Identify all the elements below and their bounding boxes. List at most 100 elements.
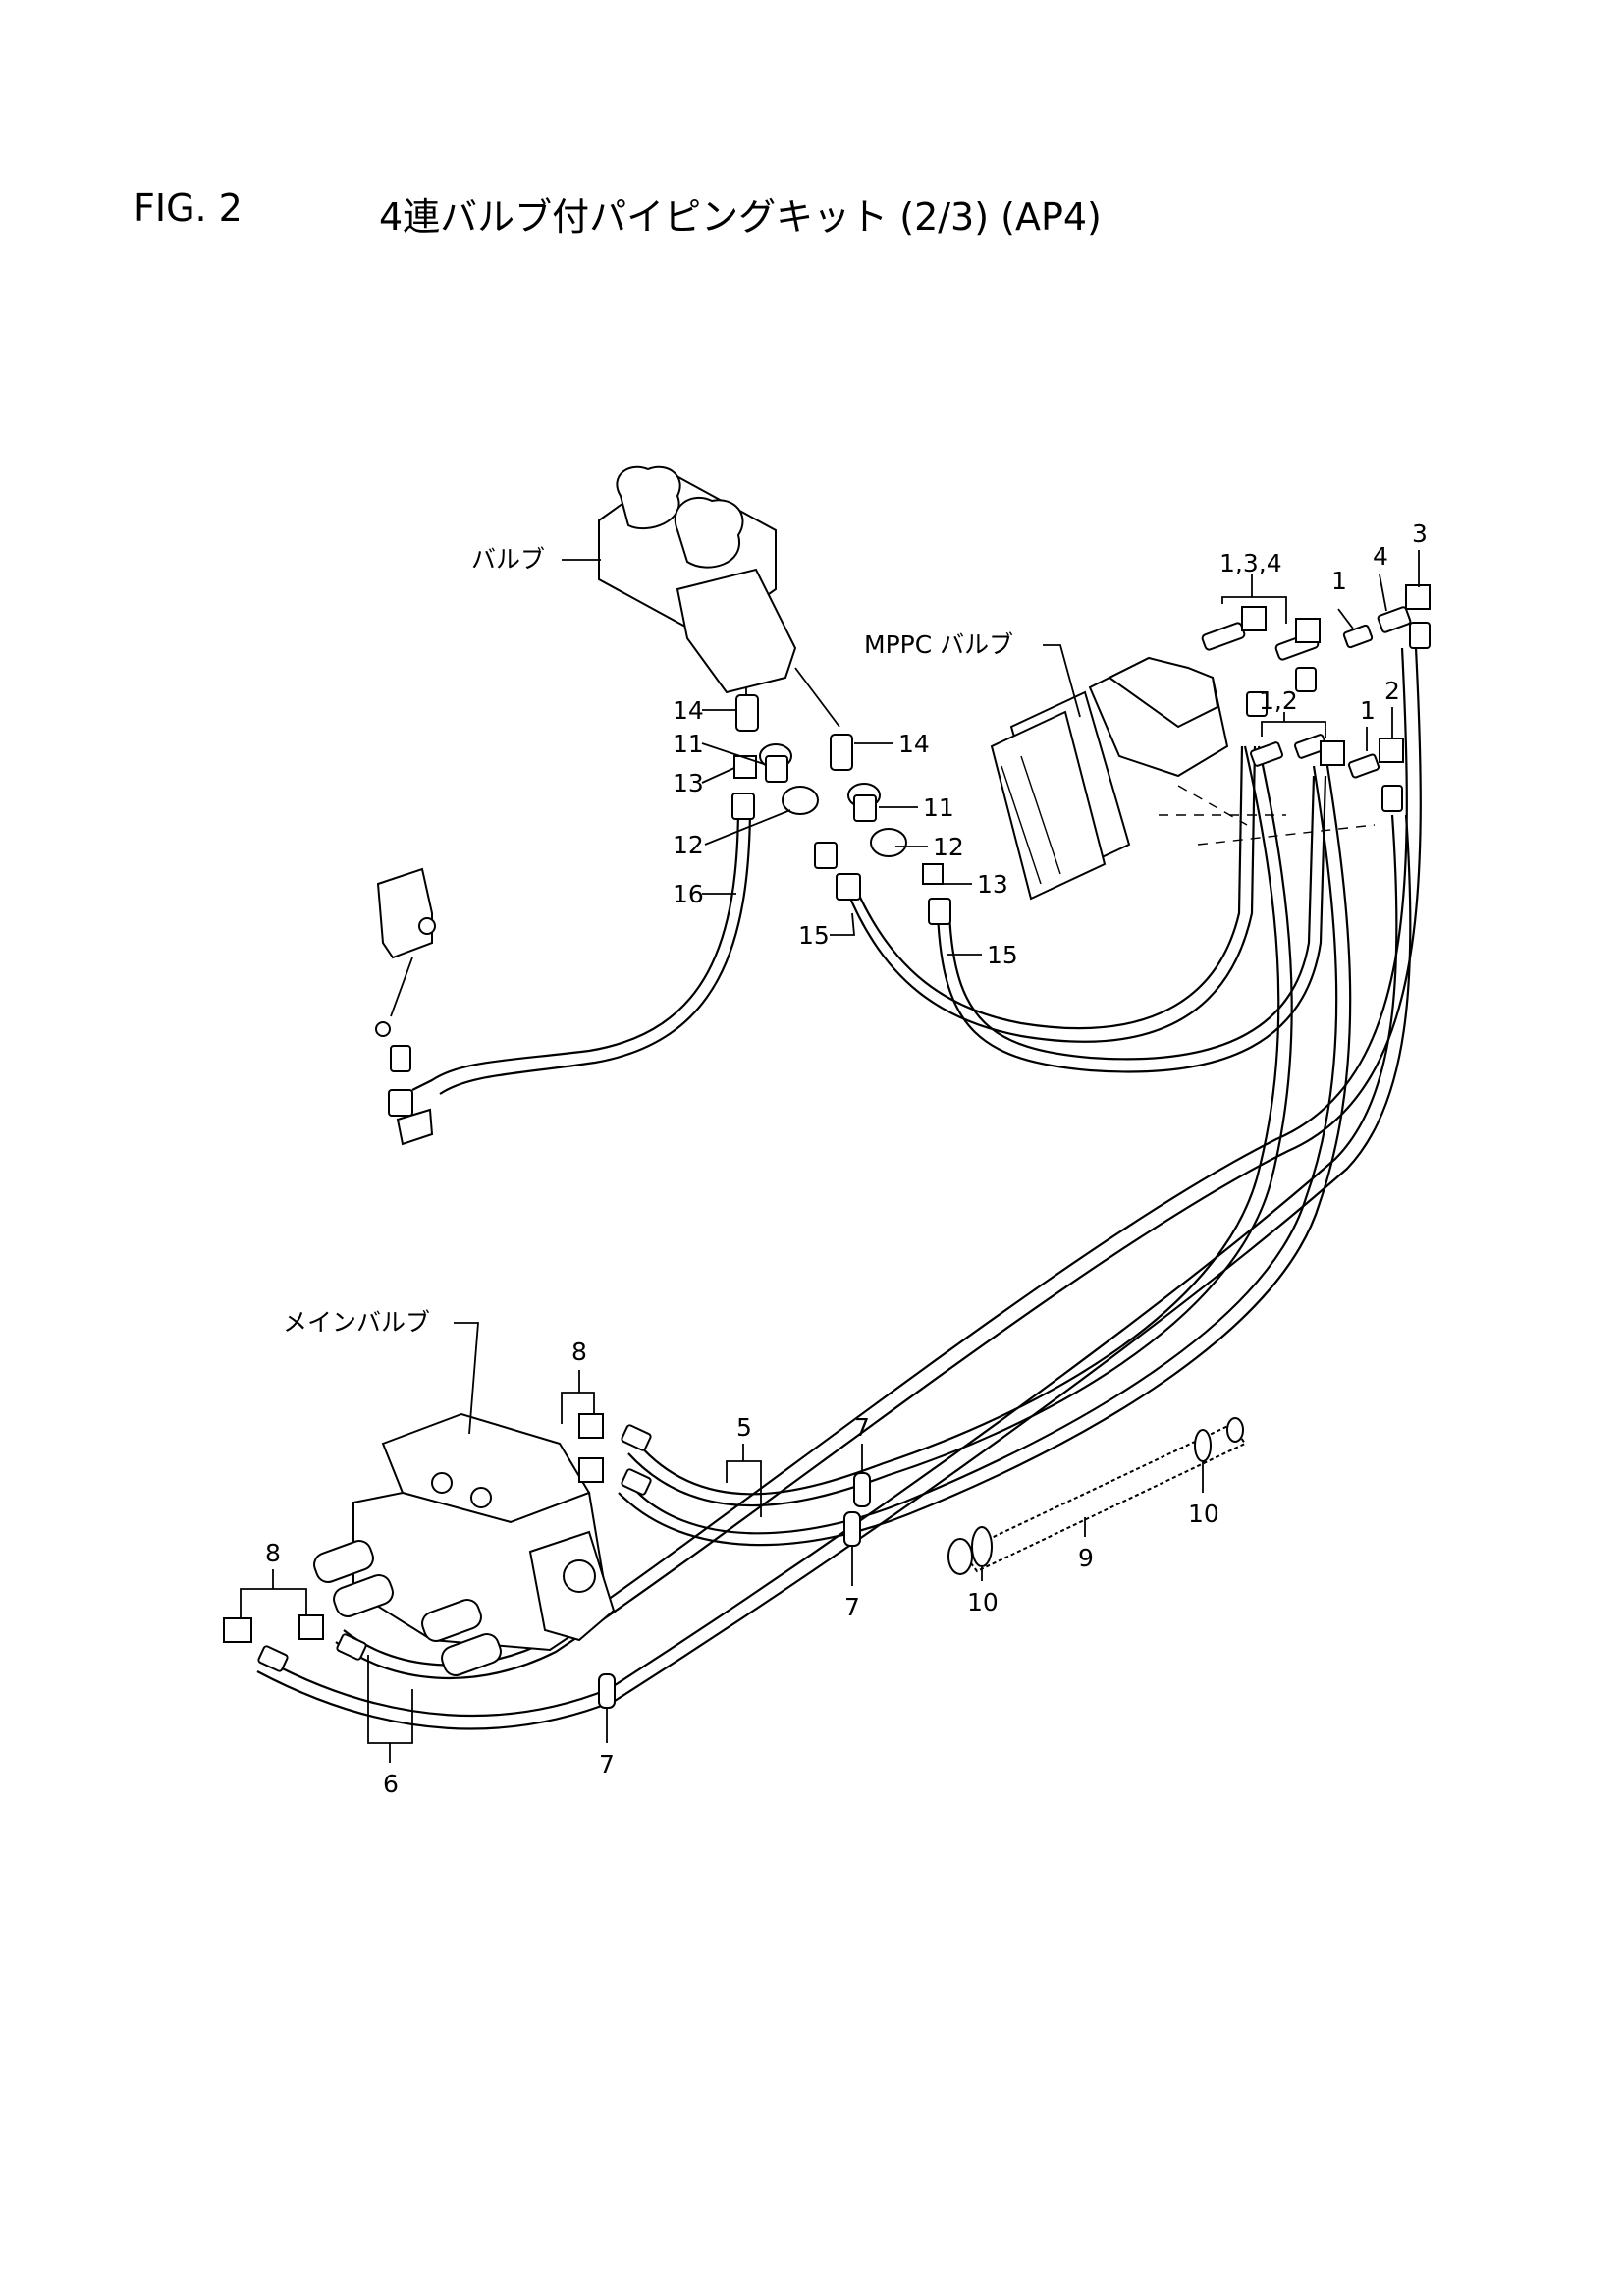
callout-15b: 15 <box>987 941 1018 969</box>
fitting-12c-r <box>1320 740 1345 766</box>
hose-end-6b <box>336 1633 367 1661</box>
hose-end-16 <box>731 793 755 820</box>
callout-11a: 11 <box>673 730 704 758</box>
cylinder-hose-end <box>388 1089 413 1117</box>
fitting-8b <box>578 1457 604 1483</box>
callout-3: 3 <box>1412 519 1428 548</box>
clamps <box>598 1472 871 1709</box>
hose-end-12 <box>1246 691 1268 717</box>
fitting-1b-r <box>1347 753 1380 779</box>
pilot-valve-lever-left <box>616 465 681 530</box>
cylinder-fitting <box>390 1045 411 1072</box>
band-10b <box>1194 1429 1212 1462</box>
tube-end-right <box>1226 1417 1244 1443</box>
callout-5: 5 <box>736 1413 752 1442</box>
main-valve-spool-3 <box>421 1599 482 1642</box>
hose-6a <box>264 814 1398 1718</box>
main-valve-port-1 <box>431 1472 453 1494</box>
callout-4: 4 <box>1373 542 1388 571</box>
fitting-8d <box>298 1614 324 1640</box>
hose-5a-inner <box>627 745 1293 1507</box>
mppc-dash-3 <box>1197 824 1376 846</box>
fitting-12b <box>870 828 907 857</box>
hose-end-3 <box>1409 622 1431 649</box>
mppc-top <box>1108 656 1219 729</box>
hose-end-5a <box>621 1424 652 1451</box>
hose-15a <box>844 745 1257 1043</box>
callout-1a: 1 <box>1331 567 1347 595</box>
fitting-13a <box>733 755 757 779</box>
hose-15b-inner <box>947 775 1316 1061</box>
hose-16 <box>411 802 740 1091</box>
pilot-fittings <box>731 694 951 925</box>
hose-end-2 <box>1381 785 1403 812</box>
fitting-14a <box>735 694 759 732</box>
callout-14b: 14 <box>898 730 930 758</box>
hose-5b <box>627 765 1338 1535</box>
main-valve-spool-1 <box>313 1540 374 1583</box>
callout-7c: 7 <box>599 1750 615 1778</box>
callout-12: 1,2 <box>1259 686 1298 715</box>
leader-mppc <box>1043 644 1081 718</box>
label-main-valve: メインバルブ <box>283 1308 430 1337</box>
callout-2: 2 <box>1384 677 1400 705</box>
cylinder-ball <box>375 1021 391 1037</box>
hose-end-5b <box>621 1468 652 1496</box>
clamp-7b <box>843 1511 861 1547</box>
cylinder-eye <box>418 917 436 935</box>
callout-7b: 7 <box>844 1593 860 1621</box>
hose-6a-inner <box>256 814 1412 1730</box>
bracket-8a <box>561 1392 595 1424</box>
callout-numbers: 1,3,4 1 4 3 1,2 1 2 14 14 11 11 13 13 12… <box>265 519 1428 1798</box>
hose-16-inner <box>439 802 752 1095</box>
fitting-11b-body <box>853 794 877 822</box>
bracket-8b <box>240 1588 307 1618</box>
callout-6: 6 <box>383 1770 399 1798</box>
hose-5b-inner <box>618 765 1352 1547</box>
callout-8a: 8 <box>571 1338 587 1366</box>
fitting-134b <box>1241 606 1267 631</box>
callout-12a: 12 <box>673 831 704 859</box>
leader-main-valve <box>454 1322 479 1435</box>
callout-10b: 10 <box>1188 1500 1219 1528</box>
main-valve-spool-2 <box>333 1574 394 1617</box>
cylinder-body <box>376 867 433 959</box>
hose-end-15a2 <box>836 873 861 901</box>
callout-10a: 10 <box>967 1588 999 1616</box>
callout-134: 1,3,4 <box>1219 549 1282 577</box>
fitting-12a-r <box>1250 741 1283 767</box>
callout-11b: 11 <box>923 793 954 822</box>
band-10a <box>971 1526 993 1567</box>
pilot-valve <box>598 465 840 728</box>
main-valve <box>313 1412 616 1676</box>
clamp-7c <box>598 1673 616 1709</box>
main-valve-port-2 <box>470 1487 492 1508</box>
pilot-valve-body <box>676 568 797 694</box>
fitting-14b <box>830 734 853 771</box>
callout-13b: 13 <box>977 870 1008 899</box>
fitting-134a <box>1201 622 1246 651</box>
callout-14a: 14 <box>673 696 704 725</box>
tube-end-left <box>947 1538 973 1575</box>
corrugated-tube <box>947 1417 1247 1575</box>
pilot-valve-stem-right <box>794 667 840 728</box>
fitting-4top <box>1377 606 1412 633</box>
callout-1b: 1 <box>1360 696 1376 725</box>
cylinder-rod <box>390 957 413 1017</box>
figure-number: FIG. 2 <box>134 187 243 230</box>
callout-15a: 15 <box>798 921 830 950</box>
fitting-3top <box>1405 584 1431 610</box>
mppc-fittings <box>1201 584 1431 812</box>
callout-7a: 7 <box>854 1413 870 1442</box>
hose-end-6a <box>257 1645 289 1672</box>
hose-15a-inner <box>854 745 1244 1030</box>
callout-8b: 8 <box>265 1539 281 1567</box>
fitting-12a <box>782 786 819 815</box>
callout-leaders <box>367 550 1420 1763</box>
cylinder-elbow <box>396 1108 434 1146</box>
hose-group <box>256 647 1422 1730</box>
fitting-1top <box>1342 624 1374 649</box>
main-valve-fittings <box>223 1413 652 1672</box>
callout-13a: 13 <box>673 769 704 797</box>
hose-end-15b <box>928 898 951 925</box>
